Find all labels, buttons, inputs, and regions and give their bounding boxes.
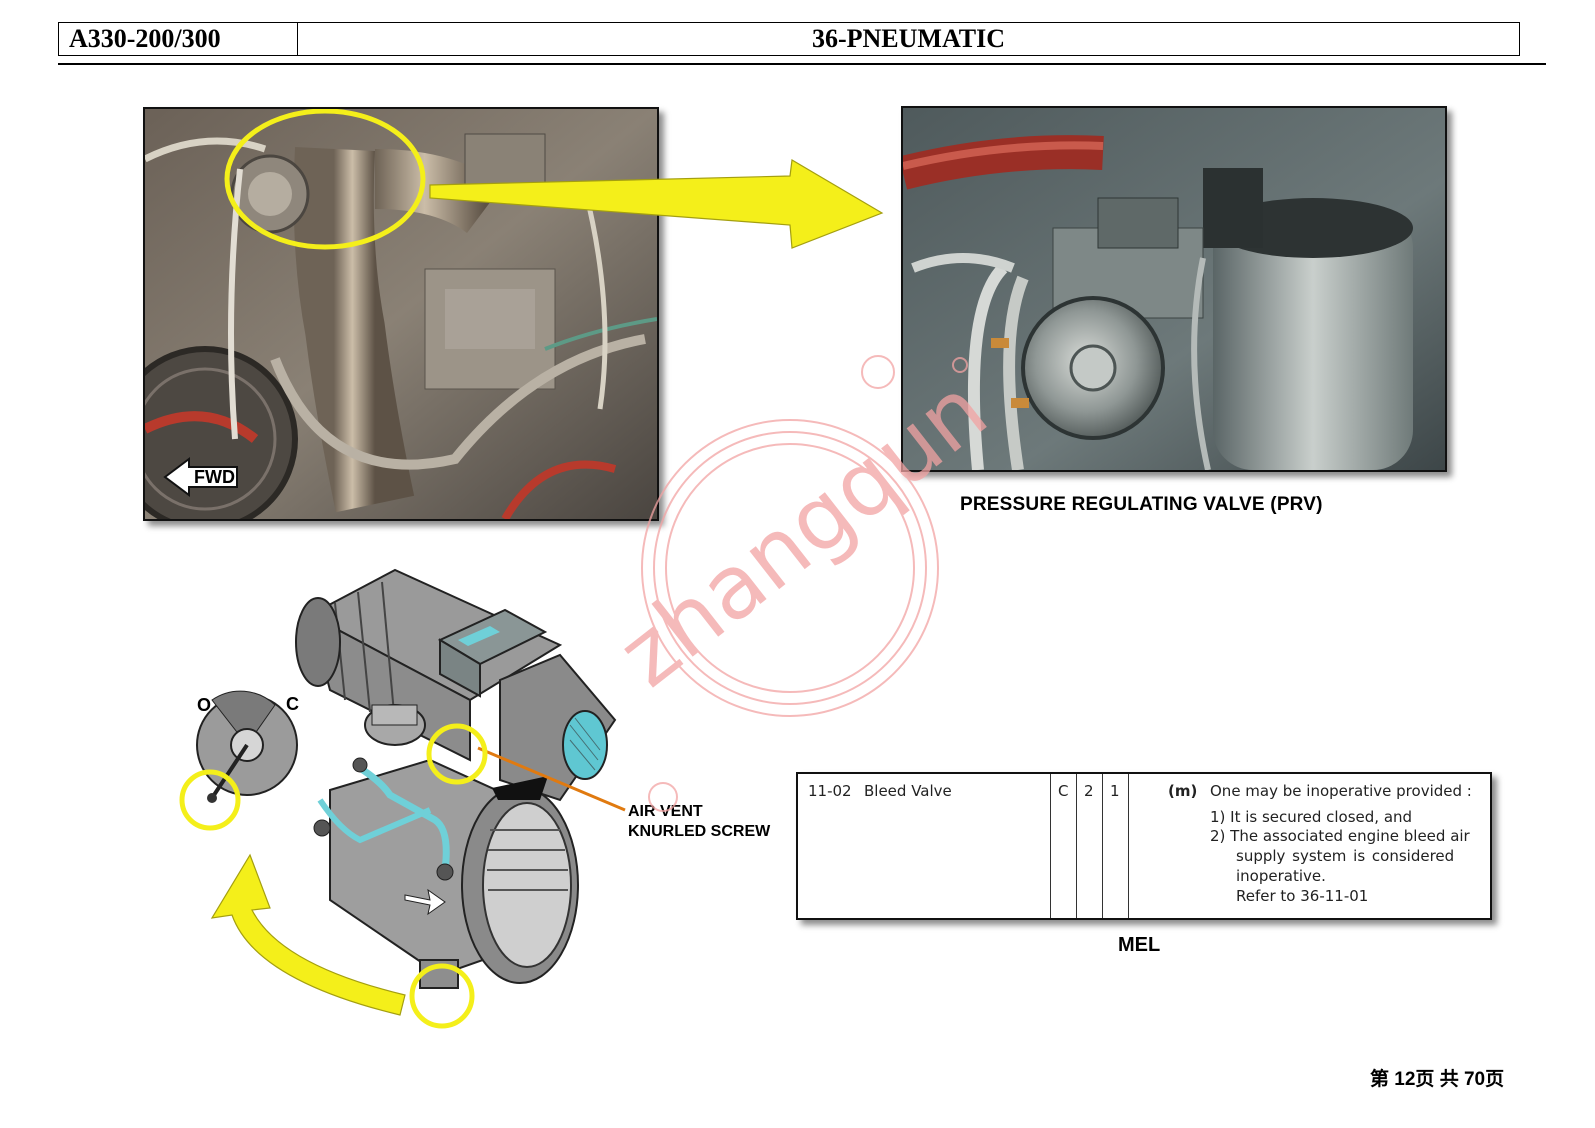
curved-yellow-arrow bbox=[210, 853, 406, 1016]
mel-category: C bbox=[1058, 782, 1069, 800]
chapter-title: 36-PNEUMATIC bbox=[811, 24, 1006, 53]
mel-remark-line: One may be inoperative provided : bbox=[1210, 782, 1472, 800]
mel-col-divider bbox=[1050, 774, 1051, 918]
bottom-screw-highlight-circle bbox=[409, 963, 475, 1029]
air-vent-callout: AIR VENT KNURLED SCREW bbox=[628, 802, 770, 842]
engine-photo: FWD bbox=[143, 107, 659, 521]
mel-remark-line: 1) It is secured closed, and bbox=[1210, 808, 1413, 826]
mel-remark-line: Refer to 36-11-01 bbox=[1236, 887, 1369, 905]
air-vent-callout-line bbox=[477, 746, 626, 812]
mel-item-name: Bleed Valve bbox=[864, 782, 952, 800]
page-header: A330-200/300 36-PNEUMATIC bbox=[58, 22, 1520, 56]
mel-caption: MEL bbox=[1118, 934, 1161, 956]
page-counter: 第 12页 共 70页 bbox=[1370, 1069, 1505, 1090]
oc-position-dial bbox=[196, 690, 298, 803]
knurled-screw-label: KNURLED SCREW bbox=[628, 823, 771, 840]
mel-remark-line: inoperative. bbox=[1236, 867, 1326, 885]
closed-position-label: C bbox=[286, 694, 299, 714]
actuator-body bbox=[295, 568, 563, 762]
fwd-arrow-icon bbox=[163, 457, 238, 497]
mel-col-divider bbox=[1128, 774, 1129, 918]
valve-pipe bbox=[313, 704, 579, 989]
mel-installed: 2 bbox=[1084, 782, 1094, 800]
header-rule bbox=[58, 63, 1546, 65]
duct-outlet bbox=[499, 653, 617, 802]
valve-highlight-ellipse bbox=[224, 109, 426, 250]
mel-remark-line: supply system is considered bbox=[1236, 847, 1455, 865]
aircraft-model: A330-200/300 bbox=[59, 23, 298, 55]
open-position-label: O bbox=[197, 695, 212, 715]
mel-remark-code: (m) bbox=[1168, 782, 1198, 800]
mel-table: 11-02 Bleed Valve C 2 1 (m) One may be i… bbox=[796, 772, 1492, 920]
mel-col-divider bbox=[1102, 774, 1103, 918]
mel-item-number: 11-02 bbox=[808, 782, 852, 800]
air-vent-highlight-circle bbox=[426, 723, 488, 785]
mel-remark-line: 2) The associated engine bleed air bbox=[1210, 827, 1470, 845]
dial-highlight-circle bbox=[179, 769, 241, 831]
prv-photo bbox=[901, 106, 1447, 472]
mel-col-divider bbox=[1076, 774, 1077, 918]
fwd-label: FWD bbox=[194, 467, 235, 487]
prv-caption: PRESSURE REGULATING VALVE (PRV) bbox=[960, 494, 1323, 515]
air-vent-label: AIR VENT bbox=[628, 803, 703, 820]
mel-required: 1 bbox=[1110, 782, 1120, 800]
